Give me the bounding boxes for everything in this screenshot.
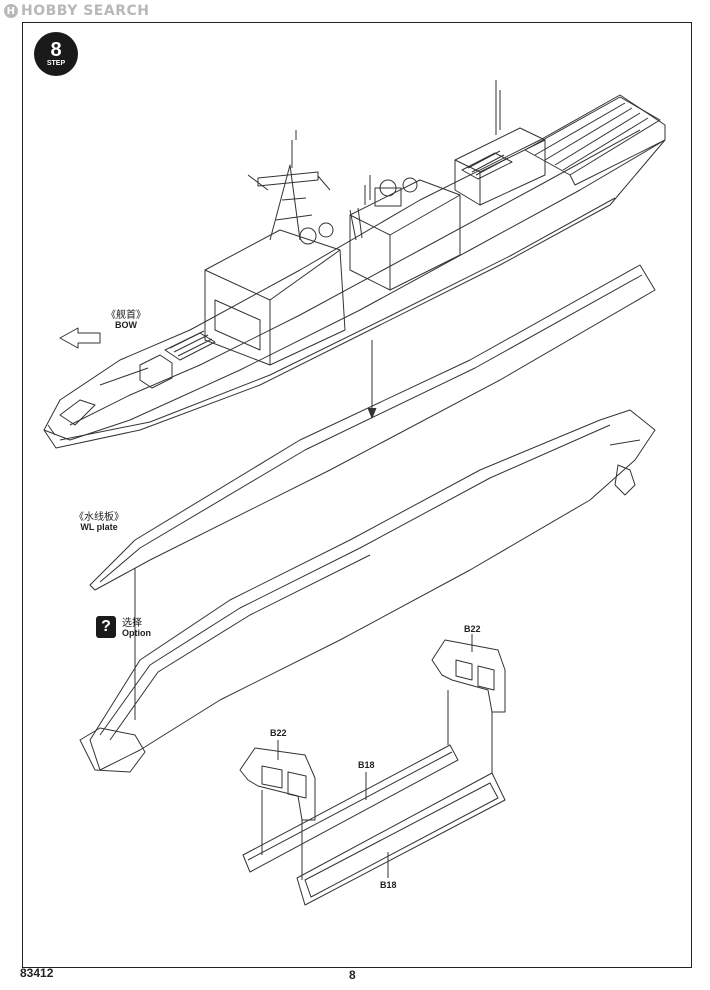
watermark-logo: H: [4, 4, 18, 18]
stand-b18-upper: [242, 744, 459, 873]
stand-b22-upper: [431, 639, 506, 713]
lower-hull: [79, 409, 656, 773]
stand-b18-lower: [296, 772, 506, 906]
step-label: STEP: [46, 60, 66, 67]
part-label-b22-upper: B22: [464, 624, 481, 634]
page-frame: [22, 22, 692, 968]
part-label-b18-lower: B18: [380, 880, 397, 890]
question-icon: ?: [96, 616, 116, 638]
watermark: H HOBBY SEARCH: [4, 2, 149, 20]
bow-label-cn: 《舰首》: [106, 310, 146, 321]
arrow-left-icon: [59, 327, 101, 349]
step-badge: 8 STEP: [34, 32, 78, 76]
part-label-b18-upper: B18: [358, 760, 375, 770]
product-code: 83412: [20, 966, 54, 980]
part-label-b22-lower: B22: [270, 728, 287, 738]
wl-plate-label-cn: 《水线板》: [74, 512, 124, 523]
step-number: 8: [50, 39, 62, 61]
option-label-en: Option: [122, 628, 151, 638]
bow-label-en: BOW: [115, 320, 137, 330]
ship-upper-hull: [43, 80, 666, 449]
wl-plate-label-en: WL plate: [80, 522, 118, 532]
page-number: 8: [349, 968, 356, 982]
option-label-cn: 选择: [122, 618, 142, 629]
watermark-text: HOBBY SEARCH: [21, 3, 150, 19]
wl-plate: [89, 264, 656, 720]
